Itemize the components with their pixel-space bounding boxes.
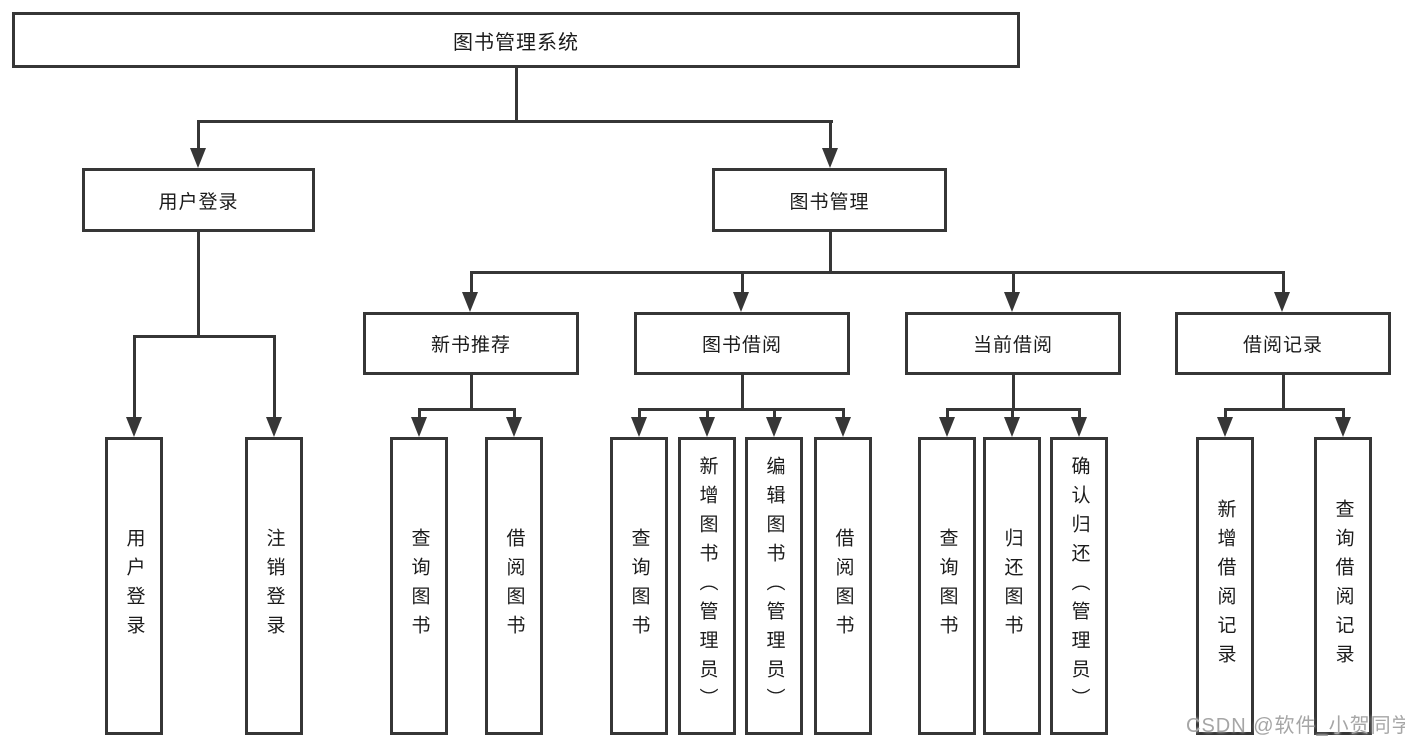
node-book-borrow: 图书借阅 xyxy=(634,312,850,375)
connector-current-borrow-stem xyxy=(1012,375,1015,411)
connector-arrow-stem xyxy=(842,408,845,421)
arrowhead-down-icon xyxy=(835,417,851,437)
arrowhead-down-icon xyxy=(462,292,478,312)
connector-book-management-branch xyxy=(470,271,1285,274)
leaf-query-book-current: 查询图书 xyxy=(918,437,976,735)
connector-book-borrow-stem xyxy=(741,375,744,411)
arrowhead-down-icon xyxy=(1004,417,1020,437)
leaf-user-login: 用户登录 xyxy=(105,437,163,735)
arrowhead-down-icon xyxy=(939,417,955,437)
connector-arrow-stem xyxy=(273,335,276,421)
connector-arrow-stem xyxy=(1012,271,1015,296)
connector-arrow-stem xyxy=(1078,408,1081,421)
connector-book-borrow-branch xyxy=(638,408,845,411)
connector-user-login-stem xyxy=(197,232,200,338)
connector-level2-branch xyxy=(197,120,833,123)
connector-arrow-stem xyxy=(513,408,516,421)
connector-arrow-stem xyxy=(418,408,421,421)
arrowhead-down-icon xyxy=(266,417,282,437)
connector-root-stem xyxy=(515,68,518,123)
arrowhead-down-icon xyxy=(506,417,522,437)
leaf-query-book-recommend: 查询图书 xyxy=(390,437,448,735)
connector-arrow-stem xyxy=(773,408,776,421)
node-book-management: 图书管理 xyxy=(712,168,947,232)
connector-borrow-record-stem xyxy=(1282,375,1285,411)
arrowhead-down-icon xyxy=(1274,292,1290,312)
connector-arrow-stem xyxy=(197,120,200,152)
connector-arrow-stem xyxy=(133,335,136,421)
connector-arrow-stem xyxy=(1011,408,1014,421)
leaf-return-book: 归还图书 xyxy=(983,437,1041,735)
connector-arrow-stem xyxy=(1224,408,1227,421)
leaf-edit-book-admin: 编辑图书（管理员） xyxy=(745,437,803,735)
leaf-query-book-borrow: 查询图书 xyxy=(610,437,668,735)
leaf-add-book-admin: 新增图书（管理员） xyxy=(678,437,736,735)
connector-user-login-branch xyxy=(133,335,276,338)
node-current-borrow: 当前借阅 xyxy=(905,312,1121,375)
arrowhead-down-icon xyxy=(1335,417,1351,437)
arrowhead-down-icon xyxy=(190,148,206,168)
arrowhead-down-icon xyxy=(699,417,715,437)
arrowhead-down-icon xyxy=(1071,417,1087,437)
csdn-watermark: CSDN @软件_小贺同学 xyxy=(1186,715,1405,737)
connector-arrow-stem xyxy=(946,408,949,421)
leaf-confirm-return-admin: 确认归还（管理员） xyxy=(1050,437,1108,735)
arrowhead-down-icon xyxy=(631,417,647,437)
node-root: 图书管理系统 xyxy=(12,12,1020,68)
node-new-book-recommend: 新书推荐 xyxy=(363,312,579,375)
arrowhead-down-icon xyxy=(411,417,427,437)
leaf-query-borrow-record: 查询借阅记录 xyxy=(1314,437,1372,735)
connector-arrow-stem xyxy=(829,120,832,152)
connector-arrow-stem xyxy=(470,271,473,296)
arrowhead-down-icon xyxy=(1004,292,1020,312)
arrowhead-down-icon xyxy=(766,417,782,437)
connector-arrow-stem xyxy=(1342,408,1345,421)
arrowhead-down-icon xyxy=(126,417,142,437)
connector-new-book-stem xyxy=(470,375,473,411)
arrowhead-down-icon xyxy=(1217,417,1233,437)
connector-borrow-record-branch xyxy=(1224,408,1345,411)
connector-new-book-branch xyxy=(418,408,516,411)
leaf-borrow-book-recommend: 借阅图书 xyxy=(485,437,543,735)
node-borrow-record: 借阅记录 xyxy=(1175,312,1391,375)
arrowhead-down-icon xyxy=(822,148,838,168)
connector-book-management-stem xyxy=(829,232,832,274)
leaf-logout: 注销登录 xyxy=(245,437,303,735)
leaf-add-borrow-record: 新增借阅记录 xyxy=(1196,437,1254,735)
connector-arrow-stem xyxy=(706,408,709,421)
connector-arrow-stem xyxy=(1282,271,1285,296)
leaf-borrow-book: 借阅图书 xyxy=(814,437,872,735)
connector-arrow-stem xyxy=(741,271,744,296)
connector-arrow-stem xyxy=(638,408,641,421)
arrowhead-down-icon xyxy=(733,292,749,312)
node-user-login: 用户登录 xyxy=(82,168,315,232)
